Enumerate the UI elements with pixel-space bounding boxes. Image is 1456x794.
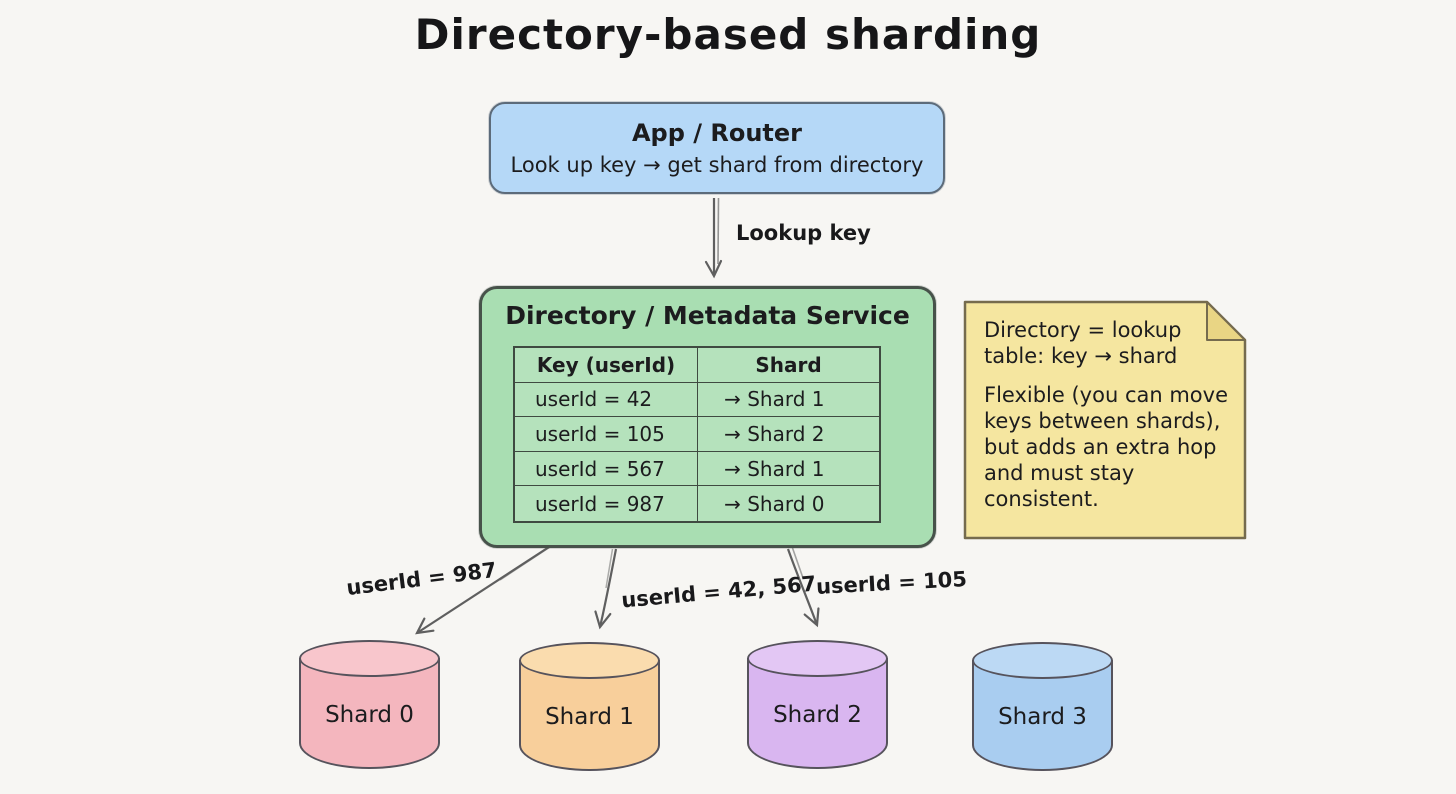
arrow-directory-to-shard1 (594, 548, 618, 630)
lookup-key-label: Lookup key (736, 221, 871, 245)
row-shard: → Shard 1 (724, 456, 825, 481)
note-paragraph-1: Directory = lookup table: key → shard (984, 318, 1182, 368)
database-cylinder-icon (519, 642, 660, 679)
row-key: userId = 42 (515, 382, 699, 417)
sticky-note-text: Directory = lookup table: key → shard Fl… (984, 317, 1236, 512)
shard-3-label: Shard 3 (998, 704, 1087, 730)
header-key: Key (userId) (515, 348, 699, 382)
app-router-title: App / Router (631, 119, 803, 147)
row-shard: → Shard 0 (724, 491, 825, 516)
header-shard: Shard (755, 352, 822, 377)
note-paragraph-2: Flexible (you can move keys between shar… (984, 383, 1228, 511)
edge-label-userid-987: userId = 987 (345, 557, 498, 601)
edge-label-userid-42-567: userId = 42, 567 (620, 571, 818, 613)
shard-1-cylinder: Shard 1 (519, 642, 660, 771)
database-cylinder-icon (747, 640, 888, 677)
folded-corner-icon (1206, 301, 1246, 341)
arrow-directory-to-shard1-sketch (605, 548, 614, 589)
edge-label-userid-105: userId = 105 (815, 567, 968, 599)
table-row: userId = 987 → Shard 0 (515, 486, 879, 521)
shard-0-cylinder: Shard 0 (299, 640, 440, 769)
row-key: userId = 987 (515, 486, 699, 521)
app-router-subtitle: Look up key → get shard from directory (510, 153, 924, 177)
arrow-directory-to-shard0-sketch (499, 542, 557, 581)
directory-table: Key (userId) Shard userId = 42 → Shard 1… (513, 346, 881, 523)
row-key: userId = 105 (515, 417, 699, 451)
shard-1-label: Shard 1 (545, 704, 634, 730)
database-cylinder-icon (972, 642, 1113, 679)
shard-2-cylinder: Shard 2 (747, 640, 888, 769)
database-cylinder-body (299, 658, 440, 769)
row-shard: → Shard 2 (724, 421, 825, 446)
database-cylinder-body (747, 658, 888, 769)
shard-2-label: Shard 2 (773, 702, 862, 728)
row-key: userId = 567 (515, 451, 699, 486)
table-row: userId = 42 → Shard 1 (515, 382, 879, 418)
arrow-router-to-directory-sketch (717, 197, 720, 265)
sticky-note: Directory = lookup table: key → shard Fl… (963, 300, 1247, 540)
directory-service-title: Directory / Metadata Service (505, 301, 910, 330)
row-shard: → Shard 1 (724, 387, 825, 412)
shard-3-cylinder: Shard 3 (972, 642, 1113, 771)
shard-0-label: Shard 0 (325, 702, 414, 728)
app-router-box: App / Router Look up key → get shard fro… (489, 102, 945, 194)
sticky-note-shape (963, 300, 1247, 540)
table-row: userId = 567 → Shard 1 (515, 451, 879, 487)
table-row: userId = 105 → Shard 2 (515, 417, 879, 452)
page-title: Directory-based sharding (414, 10, 1042, 59)
database-cylinder-icon (299, 640, 440, 677)
directory-table-header-row: Key (userId) Shard (515, 348, 879, 383)
directory-service-box: Directory / Metadata Service Key (userId… (479, 286, 936, 548)
